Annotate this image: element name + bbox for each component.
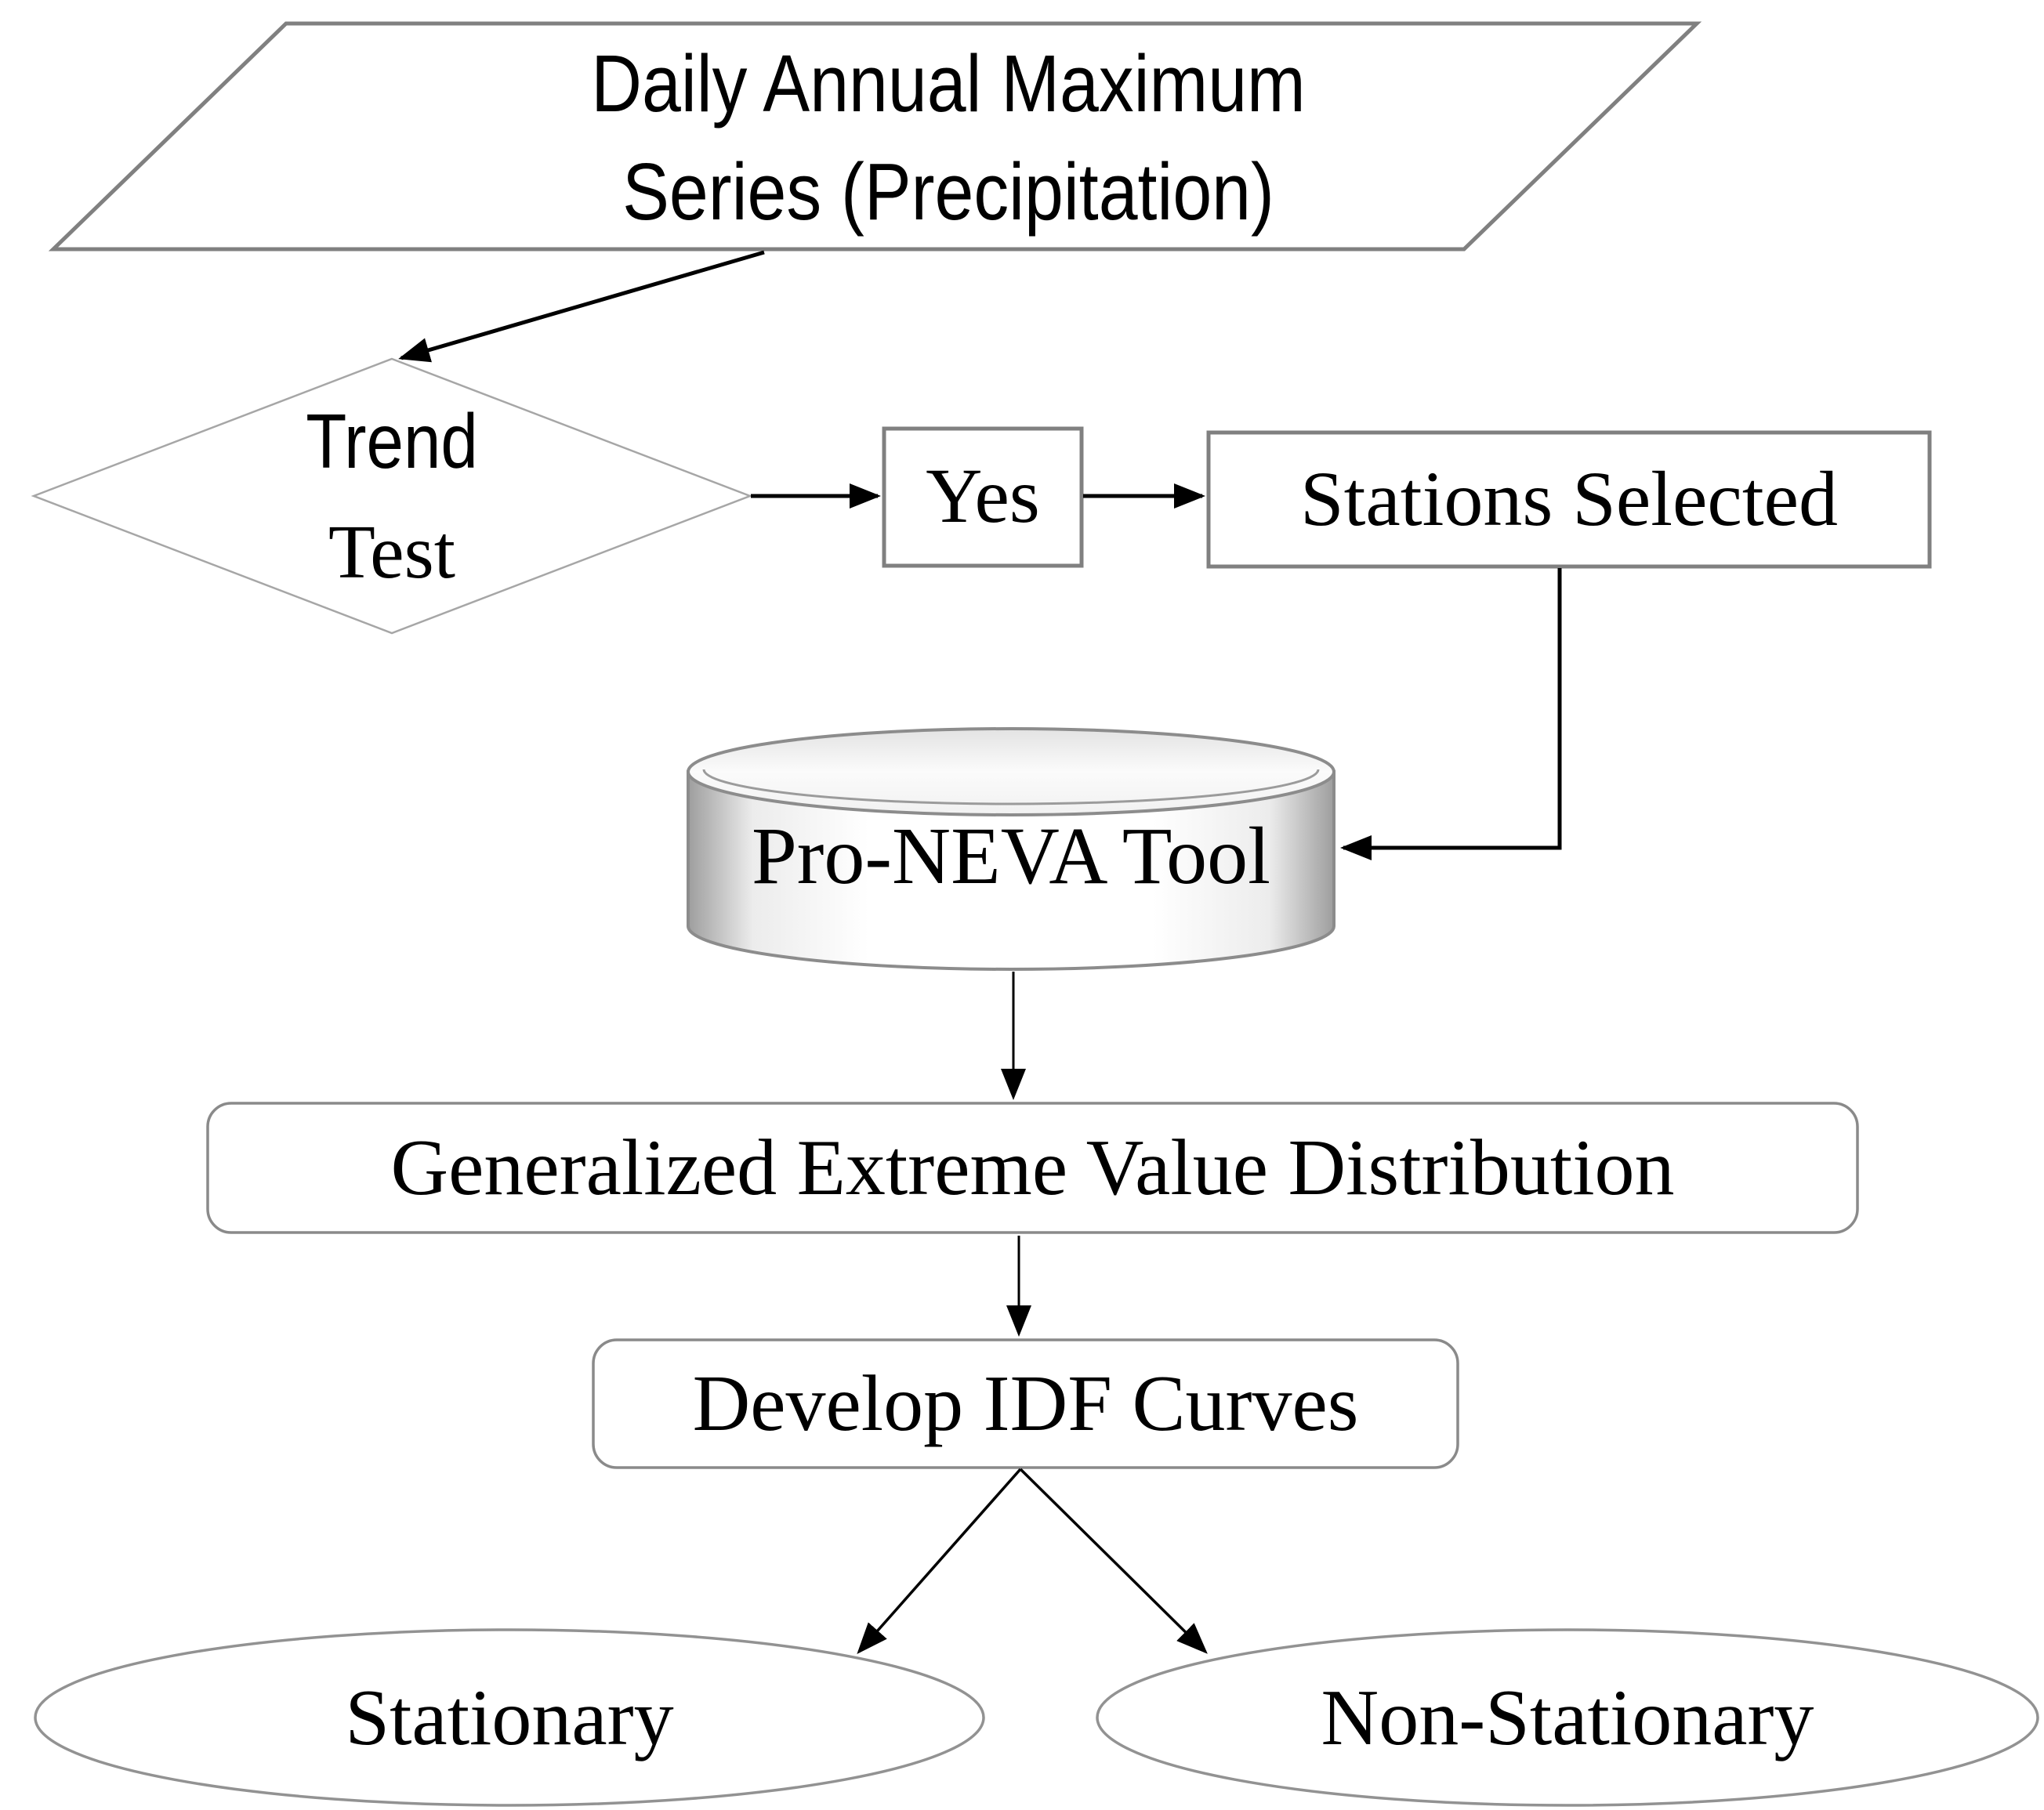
pro-neva-cylinder-body-shape <box>687 770 1335 971</box>
non-stationary-ellipse-shape <box>1096 1628 2039 1807</box>
yes-label: Yes <box>926 452 1040 539</box>
pro-neva-cylinder-rim-line <box>702 769 1320 805</box>
input-parallelogram-shape <box>48 21 1702 252</box>
edge-stations-selected-to-pro-neva <box>1340 568 1562 860</box>
yes-box-shape <box>882 426 1084 568</box>
stationary-label: Stationary <box>345 1674 674 1762</box>
stations-selected-label: Stations Selected <box>1300 455 1838 542</box>
pro-neva-tool-label: Pro-NEVA Tool <box>751 811 1271 901</box>
trend-test-diamond-shape <box>31 357 753 635</box>
idf-label: Develop IDF Curves <box>692 1359 1359 1448</box>
trend-test-label-line2: Test <box>328 510 455 595</box>
input-label-line2: Series (Precipitation) <box>622 147 1274 237</box>
pro-neva-cylinder-top-shape <box>687 727 1335 816</box>
edge-input-to-trend-test <box>398 250 765 363</box>
stationary-ellipse-shape <box>34 1628 985 1807</box>
non-stationary-label: Non-Stationary <box>1321 1674 1814 1762</box>
edge-idf-to-stationary <box>857 1468 1022 1654</box>
gev-rounded-box-shape <box>206 1102 1859 1234</box>
gev-label: Generalized Extreme Value Distribution <box>390 1124 1675 1212</box>
input-label-line1: Daily Annual Maximum <box>591 38 1306 129</box>
trend-test-label-line1: Trend <box>306 398 478 484</box>
idf-rounded-box-shape <box>592 1338 1459 1469</box>
trend-test-label: Trend Test <box>196 386 588 608</box>
input-parallelogram-label: Daily Annual Maximum Series (Precipitati… <box>243 30 1654 246</box>
stations-selected-box-shape <box>1206 430 1932 569</box>
edge-idf-to-non-stationary <box>1019 1468 1208 1654</box>
